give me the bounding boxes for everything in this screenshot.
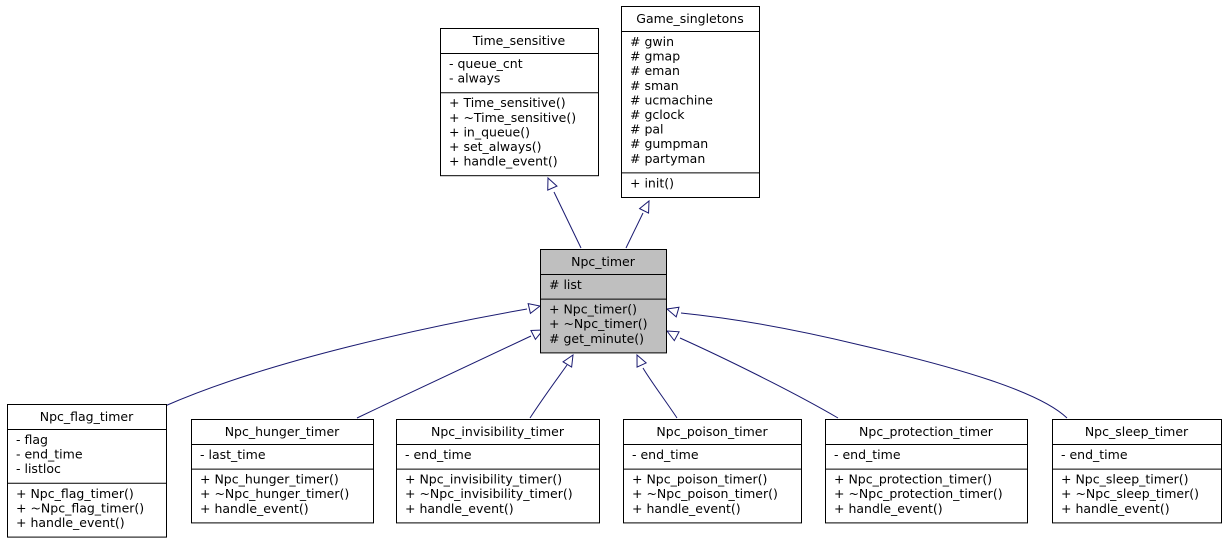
- class-attribute: # eman: [630, 63, 680, 78]
- class-attribute: # pal: [630, 122, 664, 137]
- class-method: + Npc_hunger_timer(): [200, 472, 339, 487]
- class-method: + ~Npc_poison_timer(): [632, 486, 778, 501]
- class-attribute: - end_time: [1061, 447, 1128, 462]
- class-method: + handle_event(): [200, 501, 309, 516]
- class-box-npc-sleep-timer[interactable]: Npc_sleep_timer - end_time + Npc_sleep_tim…: [1052, 419, 1222, 524]
- class-method: + Time_sensitive(): [449, 95, 566, 110]
- class-name: Npc_flag_timer: [40, 409, 134, 424]
- class-attribute: - always: [449, 71, 500, 86]
- inheritance-edge: [547, 176, 582, 249]
- class-box-npc-invisibility-timer[interactable]: Npc_invisibility_timer - end_time + Npc_in…: [396, 419, 600, 524]
- class-box-npc-poison-timer[interactable]: Npc_poison_timer - end_time + Npc_poison_t…: [623, 419, 802, 524]
- class-method: + handle_event(): [632, 501, 741, 516]
- class-box-frame: [396, 419, 600, 524]
- class-method: + Npc_poison_timer(): [632, 472, 767, 487]
- inheritance-edge: [164, 302, 542, 407]
- class-attribute: - queue_cnt: [449, 56, 523, 71]
- class-name: Time_sensitive: [472, 33, 566, 48]
- class-name: Npc_timer: [571, 254, 636, 269]
- class-attribute: - end_time: [834, 447, 901, 462]
- inheritance-arrowhead: [527, 302, 542, 315]
- class-method: + ~Npc_flag_timer(): [16, 500, 144, 515]
- class-method: + ~Npc_invisibility_timer(): [405, 486, 573, 501]
- class-box-npc-timer[interactable]: Npc_timer # list + Npc_timer()+ ~Npc_timer…: [540, 249, 667, 354]
- class-box-frame: [623, 419, 802, 524]
- class-attribute: # list: [549, 277, 582, 292]
- inheritance-arrowhead: [638, 199, 650, 214]
- class-name: Npc_poison_timer: [656, 424, 768, 439]
- class-attribute: # sman: [630, 78, 679, 93]
- class-attribute: - end_time: [16, 447, 83, 462]
- class-method: + Npc_sleep_timer(): [1061, 472, 1189, 487]
- class-box-npc-flag-timer[interactable]: Npc_flag_timer - flag- end_time- listloc +…: [7, 404, 167, 538]
- class-box-frame: [621, 6, 760, 198]
- class-box-frame: [825, 419, 1028, 524]
- class-name: Npc_invisibility_timer: [431, 424, 565, 439]
- class-method: + set_always(): [449, 139, 541, 154]
- inheritance-edge: [665, 330, 839, 419]
- class-box-game-singletons[interactable]: Game_singletons# gwin# gmap# eman# sman#…: [621, 6, 760, 198]
- class-method: + ~Npc_hunger_timer(): [200, 486, 349, 501]
- class-box-npc-protection-timer[interactable]: Npc_protection_timer - end_time + Npc_prot…: [825, 419, 1028, 524]
- class-method: + init(): [630, 175, 674, 190]
- inheritance-edge: [625, 199, 650, 249]
- class-box-npc-hunger-timer[interactable]: Npc_hunger_timer - last_time + Npc_hunger_…: [191, 419, 374, 524]
- class-name: Npc_protection_timer: [859, 424, 994, 439]
- class-attribute: # gclock: [630, 107, 685, 122]
- class-box-frame: [1052, 419, 1222, 524]
- inheritance-edge: [529, 353, 574, 419]
- class-attribute: - flag: [16, 432, 48, 447]
- class-box-frame: [7, 404, 167, 538]
- class-box-time-sensitive[interactable]: Time_sensitive - queue_cnt- always + Time_…: [440, 28, 599, 177]
- inheritance-arrowhead: [665, 306, 680, 318]
- inheritance-arrowhead: [665, 330, 680, 342]
- class-method: + ~Npc_protection_timer(): [834, 486, 1003, 501]
- class-attribute: - listloc: [16, 461, 61, 476]
- class-attribute: # ucmachine: [630, 92, 713, 107]
- class-name: Npc_sleep_timer: [1085, 424, 1189, 439]
- class-method: + ~Npc_timer(): [549, 316, 647, 331]
- class-attribute: # gwin: [630, 34, 674, 49]
- inheritance-arrowhead: [562, 353, 574, 368]
- inheritance-edge: [636, 353, 678, 419]
- class-method: + handle_event(): [405, 501, 514, 516]
- inheritance-arrowhead: [636, 353, 648, 368]
- class-name: Npc_hunger_timer: [225, 424, 340, 439]
- class-attribute: # partyman: [630, 151, 705, 166]
- class-attribute: # gumpman: [630, 136, 708, 151]
- inheritance-arrowhead: [547, 176, 558, 191]
- class-method: + handle_event(): [1061, 501, 1170, 516]
- class-method: + handle_event(): [449, 154, 558, 169]
- class-method: + Npc_flag_timer(): [16, 486, 134, 501]
- class-attribute: # gmap: [630, 49, 680, 64]
- inheritance-edge: [665, 306, 1068, 419]
- class-attribute: - end_time: [405, 447, 472, 462]
- class-method: + Npc_timer(): [549, 302, 637, 317]
- inheritance-edge: [356, 329, 545, 419]
- class-box-frame: [540, 249, 667, 354]
- class-method: # get_minute(): [549, 331, 644, 346]
- class-attribute: - last_time: [200, 447, 266, 462]
- class-method: + ~Npc_sleep_timer(): [1061, 486, 1199, 501]
- class-method: + Npc_protection_timer(): [834, 472, 992, 487]
- class-attribute: - end_time: [632, 447, 699, 462]
- class-method: + ~Time_sensitive(): [449, 110, 576, 125]
- class-method: + handle_event(): [834, 501, 943, 516]
- class-method: + Npc_invisibility_timer(): [405, 472, 562, 487]
- class-method: + handle_event(): [16, 515, 125, 530]
- class-name: Game_singletons: [636, 11, 743, 26]
- inheritance-arrowhead: [530, 329, 545, 341]
- class-method: + in_queue(): [449, 124, 530, 139]
- class-box-frame: [191, 419, 374, 524]
